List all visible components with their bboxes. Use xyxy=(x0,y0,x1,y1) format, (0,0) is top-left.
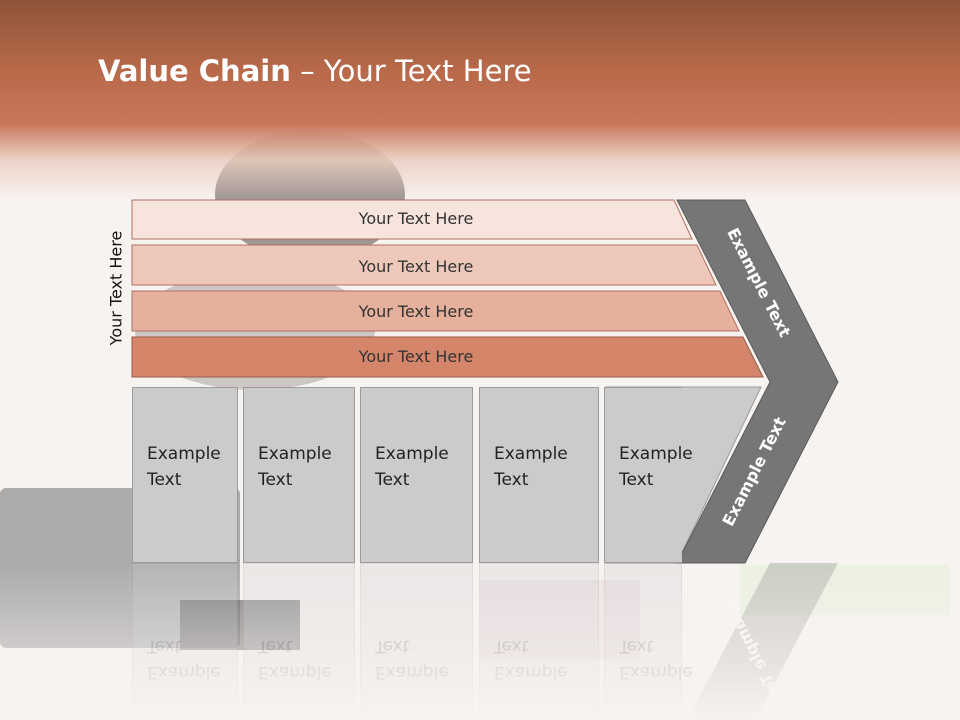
bar-4-label: Your Text Here xyxy=(358,347,474,366)
bar-1[interactable] xyxy=(131,199,693,240)
bar-2-label: Your Text Here xyxy=(358,257,474,276)
title-bold: Value Chain xyxy=(98,54,291,88)
bar-1-label: Your Text Here xyxy=(358,209,474,228)
bar-3[interactable] xyxy=(131,290,740,332)
bar-2[interactable] xyxy=(131,244,717,286)
header-band xyxy=(0,0,960,200)
bar-4[interactable] xyxy=(131,336,764,378)
bar-3-label: Your Text Here xyxy=(358,302,474,321)
title-rest: – Your Text Here xyxy=(290,54,532,88)
slide-title: Value Chain – Your Text Here xyxy=(98,54,532,88)
